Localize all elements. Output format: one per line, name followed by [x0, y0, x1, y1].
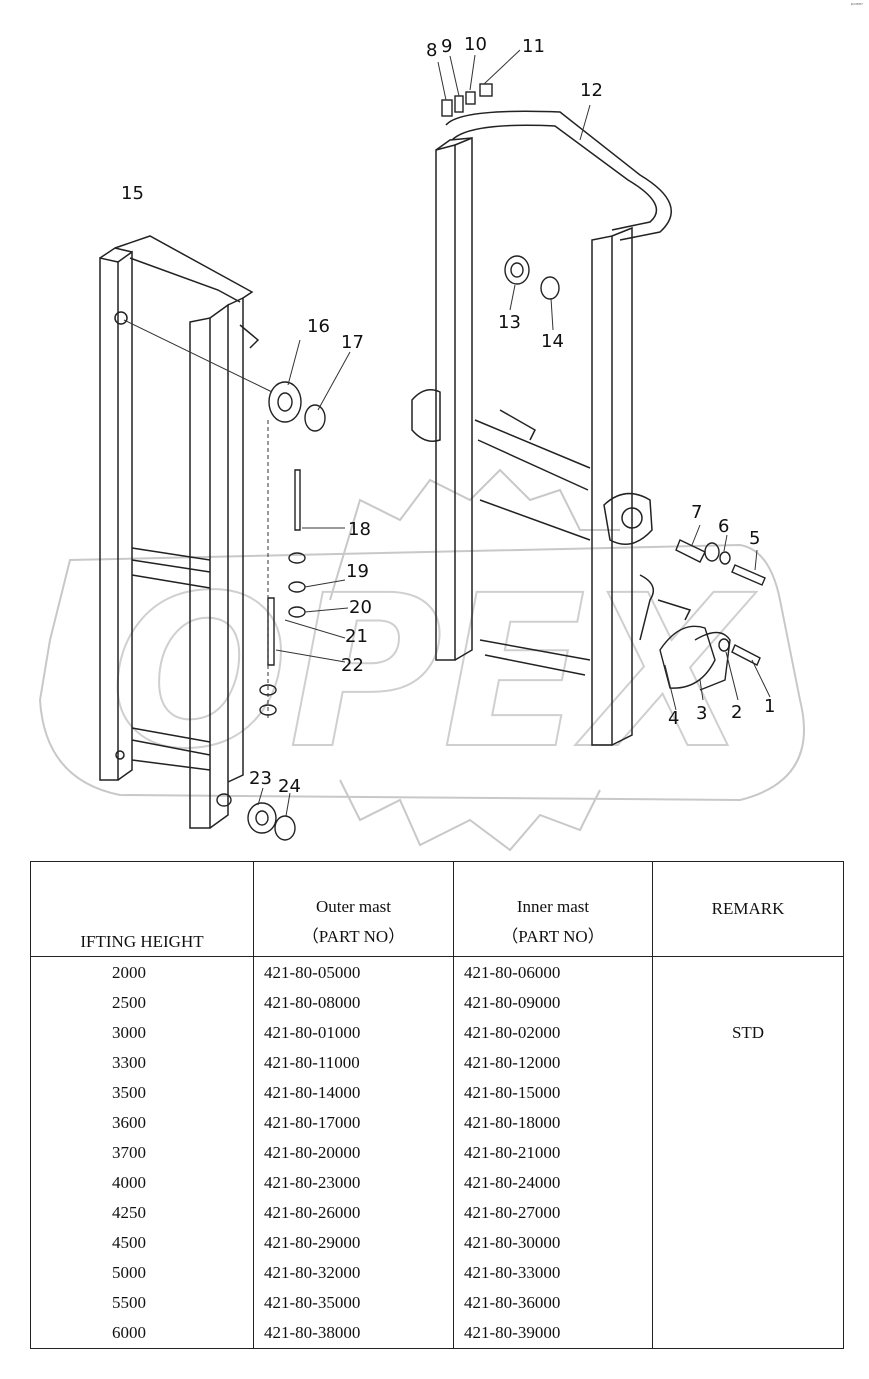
callout-12: 12 [580, 80, 603, 101]
callout-3: 3 [696, 703, 707, 724]
remark-cell [653, 988, 843, 1018]
inner-part-cell: 421-80-09000 [464, 993, 561, 1012]
callout-1: 1 [764, 696, 775, 717]
outer-part-cell: 421-80-01000 [264, 1023, 361, 1042]
header-inner-mast: Inner mast （PART NO） [453, 861, 653, 957]
height-cell: 4000 [112, 1173, 146, 1192]
header-inner-title: Inner mast [516, 897, 590, 916]
outer-part-cell: 421-80-29000 [264, 1233, 361, 1252]
parts-table: IFTING HEIGHT Outer mast （PART NO） Inner… [30, 861, 844, 1349]
column-lifting-height: 2000 2500 3000 3300 3500 3600 3700 4000 … [30, 956, 254, 1349]
remark-cell [653, 1258, 843, 1288]
outer-part-cell: 421-80-26000 [264, 1203, 361, 1222]
inner-mast [411, 110, 692, 746]
callout-20: 20 [349, 597, 372, 618]
inner-part-cell: 421-80-06000 [464, 963, 561, 982]
callout-6: 6 [718, 516, 729, 537]
callout-labels: 1 2 3 4 5 6 7 8 9 10 11 12 13 14 15 16 1… [121, 34, 775, 797]
header-lifting-height: IFTING HEIGHT [30, 861, 254, 957]
inner-part-cell: 421-80-15000 [464, 1083, 561, 1102]
outer-part-cell: 421-80-38000 [264, 1323, 361, 1342]
table-header-row: IFTING HEIGHT Outer mast （PART NO） Inner… [30, 861, 844, 957]
exploded-parts-diagram: OPEX [38, 34, 805, 852]
height-cell: 5500 [112, 1293, 146, 1312]
callout-17: 17 [341, 332, 364, 353]
outer-mast [99, 235, 260, 829]
small-parts [216, 83, 766, 841]
header-outer-sub: （PART NO） [301, 927, 406, 946]
column-inner-mast: 421-80-06000 421-80-09000 421-80-02000 4… [453, 956, 653, 1349]
header-outer-mast: Outer mast （PART NO） [253, 861, 454, 957]
callout-23: 23 [249, 768, 272, 789]
inner-part-cell: 421-80-39000 [464, 1323, 561, 1342]
outer-part-cell: 421-80-35000 [264, 1293, 361, 1312]
callout-18: 18 [348, 519, 371, 540]
callout-21: 21 [345, 626, 368, 647]
callout-15: 15 [121, 183, 144, 204]
callout-10: 10 [464, 34, 487, 55]
remark-cell [653, 1048, 843, 1078]
outer-part-cell: 421-80-14000 [264, 1083, 361, 1102]
opex-watermark: OPEX [38, 468, 805, 852]
svg-text:OPEX: OPEX [110, 550, 757, 795]
inner-part-cell: 421-80-18000 [464, 1113, 561, 1132]
remark-cell [653, 1078, 843, 1108]
callout-16: 16 [307, 316, 330, 337]
inner-part-cell: 421-80-12000 [464, 1053, 561, 1072]
callout-14: 14 [541, 331, 564, 352]
remark-cell [653, 1138, 843, 1168]
leader-lines [123, 49, 771, 817]
callout-24: 24 [278, 776, 301, 797]
callout-22: 22 [341, 655, 364, 676]
outer-part-cell: 421-80-17000 [264, 1113, 361, 1132]
remark-cell: STD [731, 1023, 765, 1042]
header-inner-sub: （PART NO） [501, 927, 605, 946]
callout-2: 2 [731, 702, 742, 723]
inner-part-cell: 421-80-02000 [464, 1023, 561, 1042]
callout-4: 4 [668, 708, 679, 729]
inner-part-cell: 421-80-21000 [464, 1143, 561, 1162]
column-outer-mast: 421-80-05000 421-80-08000 421-80-01000 4… [253, 956, 454, 1349]
height-cell: 3300 [112, 1053, 146, 1072]
remark-cell [653, 1198, 843, 1228]
outer-part-cell: 421-80-32000 [264, 1263, 361, 1282]
remark-cell [653, 1108, 843, 1138]
remark-cell [653, 1288, 843, 1318]
height-cell: 3000 [112, 1023, 146, 1042]
callout-8: 8 [426, 40, 437, 61]
callout-5: 5 [749, 528, 760, 549]
outer-part-cell: 421-80-11000 [264, 1053, 360, 1072]
outer-part-cell: 421-80-23000 [264, 1173, 361, 1192]
callout-13: 13 [498, 312, 521, 333]
inner-part-cell: 421-80-30000 [464, 1233, 561, 1252]
height-cell: 6000 [112, 1323, 146, 1342]
outer-part-cell: 421-80-05000 [264, 963, 361, 982]
inner-part-cell: 421-80-24000 [464, 1173, 561, 1192]
header-remark: REMARK [652, 861, 844, 957]
inner-part-cell: 421-80-36000 [464, 1293, 561, 1312]
height-cell: 3600 [112, 1113, 146, 1132]
callout-19: 19 [346, 561, 369, 582]
header-outer-title: Outer mast [315, 897, 392, 916]
remark-cell [653, 1228, 843, 1258]
height-cell: 3700 [112, 1143, 146, 1162]
corner-mark: ᵖᵒʷᵉʳ [850, 2, 863, 9]
inner-part-cell: 421-80-27000 [464, 1203, 561, 1222]
inner-part-cell: 421-80-33000 [464, 1263, 561, 1282]
height-cell: 4250 [112, 1203, 146, 1222]
callout-9: 9 [441, 36, 452, 57]
height-cell: 3500 [112, 1083, 146, 1102]
remark-cell [653, 1318, 843, 1348]
height-cell: 4500 [112, 1233, 146, 1252]
outer-part-cell: 421-80-20000 [264, 1143, 361, 1162]
callout-11: 11 [522, 36, 545, 57]
remark-cell [653, 1168, 843, 1198]
height-cell: 2500 [112, 993, 146, 1012]
height-cell: 5000 [112, 1263, 146, 1282]
callout-7: 7 [691, 502, 702, 523]
height-cell: 2000 [112, 963, 146, 982]
outer-part-cell: 421-80-08000 [264, 993, 361, 1012]
remark-cell [653, 958, 843, 988]
column-remark: STD [652, 956, 844, 1349]
